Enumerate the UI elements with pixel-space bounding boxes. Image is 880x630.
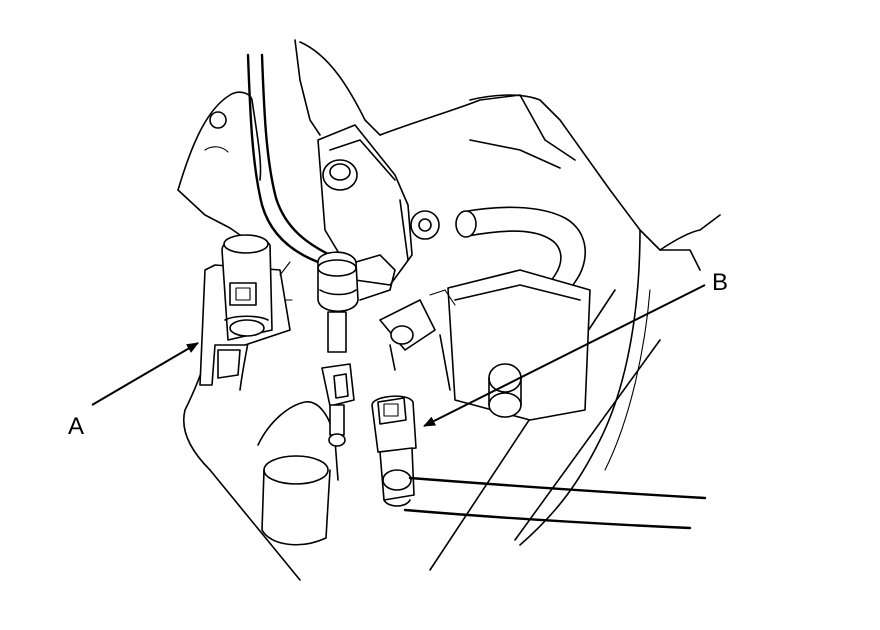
callout-a: A — [68, 342, 199, 440]
callout-b-leader-arrow — [423, 284, 706, 427]
callout-a-label: A — [68, 413, 84, 440]
sensor-with-plug — [317, 251, 396, 447]
callout-b-label: B — [712, 269, 728, 296]
mounting-stud — [379, 289, 456, 371]
callout-b: B — [423, 269, 728, 427]
callout-a-leader-arrow — [91, 342, 199, 406]
connector-a — [199, 234, 293, 386]
connector-b-cable — [403, 476, 707, 530]
wire-harness — [246, 53, 332, 264]
housing-block — [439, 269, 591, 421]
connector-b — [371, 395, 417, 507]
upper-bracket — [317, 124, 413, 286]
